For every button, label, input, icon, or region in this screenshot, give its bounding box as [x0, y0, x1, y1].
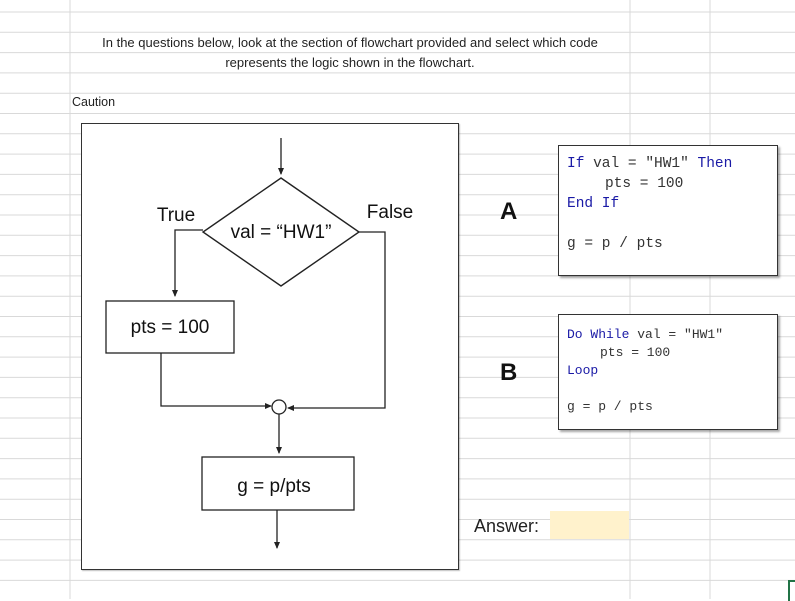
keyword-then: Then — [697, 156, 733, 172]
selected-cell-border[interactable] — [788, 580, 795, 601]
decision-diamond — [201, 177, 361, 287]
condition-text: val = “HW1” — [231, 222, 332, 243]
option-a-line-1: If val = "HW1" Then — [567, 156, 732, 172]
instructions-line-1: In the questions below, look at the sect… — [102, 35, 598, 50]
loop-condition-expr: val = "HW1" — [629, 327, 724, 342]
true-label: True — [157, 205, 195, 226]
assign-out-line — [160, 353, 272, 409]
instructions-line-2: represents the logic shown in the flowch… — [225, 55, 475, 70]
condition-expr: val = "HW1" — [584, 156, 698, 172]
option-a-letter: A — [500, 198, 518, 225]
answer-label: Answer: — [474, 516, 540, 536]
option-a-line-3: End If — [567, 196, 620, 212]
option-a-line-4: g = p / pts — [567, 236, 663, 252]
true-branch-line — [172, 229, 203, 297]
flowchart-image[interactable]: val = “HW1” True False pts = 100 g = p/p… — [81, 123, 459, 570]
option-a-code-image[interactable]: If val = "HW1" Then pts = 100 End If g =… — [558, 145, 778, 276]
false-label: False — [367, 202, 413, 223]
assign-text: pts = 100 — [131, 317, 210, 338]
flowchart-diagram: val = “HW1” True False pts = 100 g = p/p… — [105, 138, 413, 549]
assign-box — [105, 300, 235, 354]
option-b-code-image[interactable]: Do While val = "HW1" pts = 100 Loop g = … — [558, 314, 778, 430]
calc-text: g = p/pts — [237, 476, 310, 497]
keyword-do-while: Do While — [567, 327, 630, 342]
false-branch-line — [287, 231, 386, 411]
option-b-line-2: pts = 100 — [600, 345, 671, 360]
option-a-line-2: pts = 100 — [605, 176, 684, 192]
option-b-letter: B — [500, 359, 518, 386]
option-b-line-3: Loop — [567, 363, 599, 378]
option-b-line-1: Do While val = "HW1" — [567, 327, 723, 342]
answer-input-cell[interactable] — [550, 511, 629, 539]
calc-box — [201, 456, 355, 511]
connector-circle — [271, 399, 287, 415]
option-b-line-4: g = p / pts — [567, 399, 653, 414]
keyword-if: If — [567, 156, 585, 172]
caution-cell: Caution — [72, 95, 116, 109]
